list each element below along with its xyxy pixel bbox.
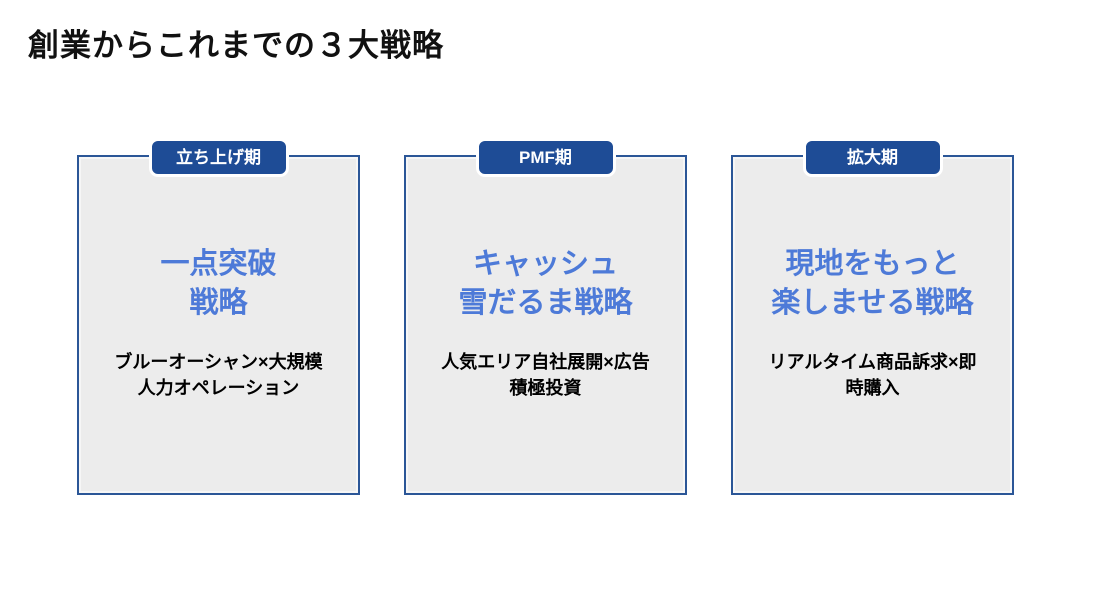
strategy-title: 現地をもっと 楽しませる戦略 bbox=[771, 248, 974, 320]
strategy-title: 一点突破 戦略 bbox=[160, 248, 277, 320]
strategy-description: 人気エリア自社展開×広告 積極投資 bbox=[441, 352, 650, 399]
strategy-card-launch: 立ち上げ期 一点突破 戦略 ブルーオーシャン×大規模 人力オペレーション bbox=[77, 138, 360, 495]
strategy-description: ブルーオーシャン×大規模 人力オペレーション bbox=[114, 352, 323, 399]
strategy-description: リアルタイム商品訴求×即 時購入 bbox=[768, 352, 977, 399]
strategy-card-expansion: 拡大期 現地をもっと 楽しませる戦略 リアルタイム商品訴求×即 時購入 bbox=[731, 138, 1014, 495]
strategy-title: キャッシュ 雪だるま戦略 bbox=[458, 248, 633, 320]
slide-title: 創業からこれまでの３大戦略 bbox=[28, 28, 444, 63]
phase-badge: 立ち上げ期 bbox=[148, 138, 289, 177]
strategy-cards: 立ち上げ期 一点突破 戦略 ブルーオーシャン×大規模 人力オペレーション PMF… bbox=[77, 138, 1014, 495]
strategy-card-pmf: PMF期 キャッシュ 雪だるま戦略 人気エリア自社展開×広告 積極投資 bbox=[404, 138, 687, 495]
phase-badge: PMF期 bbox=[475, 138, 616, 177]
phase-badge: 拡大期 bbox=[802, 138, 943, 177]
